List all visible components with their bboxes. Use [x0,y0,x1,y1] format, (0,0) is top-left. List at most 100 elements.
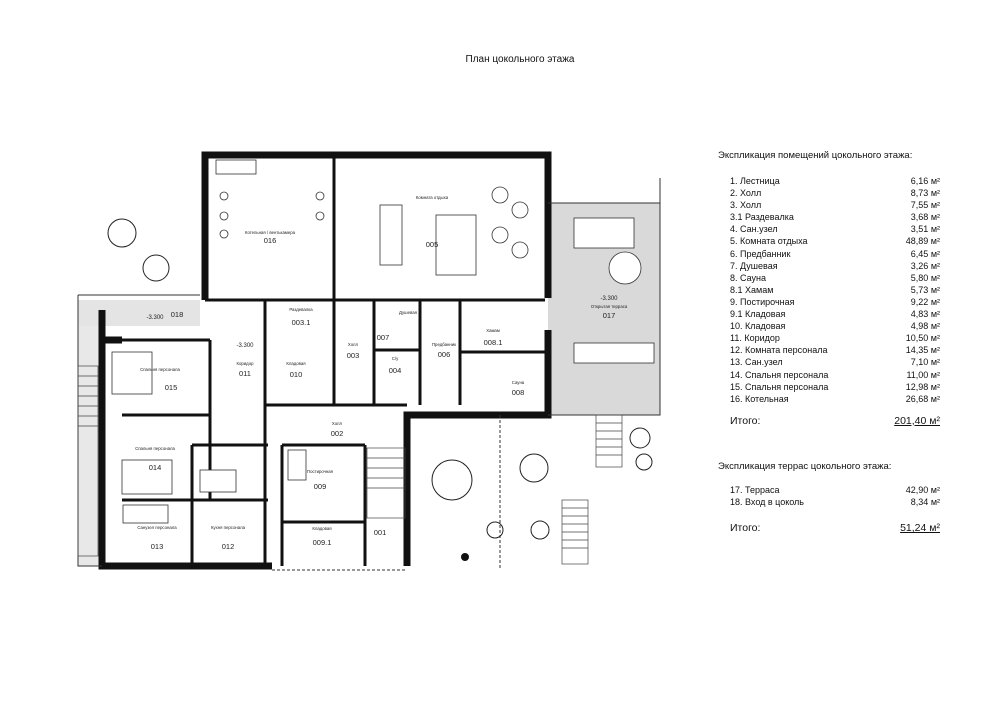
entry-marker [461,553,469,561]
legend-row-area: 10,50 м² [905,333,940,344]
room-label-015: Спальня персонала [140,367,180,372]
legend-row-name: 6. Предбанник [730,248,791,259]
legend-row-area: 26,68 м² [905,393,940,404]
legend-row-area: 42,90 м² [905,484,940,495]
room-label-012: Кухня персонала [211,525,246,530]
legend-row-area: 7,55 м² [910,200,940,211]
room-label-014: Спальня персонала [135,446,175,451]
legend-row: 8. Сауна 5,80 м² [716,272,942,284]
legend-row-area: 6,45 м² [910,248,940,259]
legend-row-name: 1. Лестница [730,176,780,186]
legend-row-name: 3.1 Раздевалка [730,212,794,223]
room-num-017: 017 [603,311,616,320]
room-num-001: 001 [374,528,387,537]
room-num-005: 005 [426,240,439,249]
legend-row-name: 15. Спальня персонала [730,381,829,392]
interior-walls [122,158,545,566]
legend-row-area: 6,16 м² [910,176,940,186]
legend-row: 13. Сан.узел 7,10 м² [716,356,942,368]
legend-row: 3. Холл 7,55 м² [716,199,942,211]
legend-rooms-total-label: Итого: [730,414,761,427]
legend-row-name: 8. Сауна [730,272,766,283]
room-label-007: Душевая [399,310,418,315]
room-num-016: 016 [264,236,277,245]
legend-row-name: 3. Холл [730,200,762,211]
legend-row: 9. Постирочная 9,22 м² [716,296,942,308]
legend-row-area: 3,26 м² [910,260,940,271]
room-num-018: 018 [171,310,184,319]
room-num-011: 011 [239,369,251,378]
legend-row-area: 8,73 м² [910,188,940,199]
legend-row-name: 18. Вход в цоколь [730,496,804,507]
room-num-009: 009 [314,482,327,491]
room-label-010: Кладовая [286,361,306,366]
room-level-017: -3.300 [600,296,618,302]
legend-row-area: 11,00 м² [906,369,940,380]
legend-row-area: 7,10 м² [910,357,940,368]
room-num-003: 003 [347,351,360,360]
legend-row-area: 9,22 м² [910,296,940,307]
room-label-005: Комната отдыха [416,195,449,200]
room-label-011: Коридор [237,361,255,366]
legend-row: 1. Лестница 6,16 м² [716,175,942,187]
legend-row-name: 10. Кладовая [730,321,786,332]
room-label-013: Санузел персонала [137,525,177,530]
legend-row-area: 14,35 м² [905,345,940,356]
room-num-002: 002 [331,429,344,438]
legend-rooms-total: Итого: 201,40 м² [716,415,942,427]
room-label-004: С/у [392,356,399,361]
room-label-009: Постирочная [307,469,334,474]
furniture [111,159,655,524]
legend-row-area: 5,73 м² [910,284,940,295]
legend-terraces-total: Итого: 51,24 м² [716,522,942,534]
legend-row-name: 8.1 Хамам [730,284,774,295]
legend-row: 3.1 Раздевалка 3,68 м² [716,211,942,223]
room-label-008: Сауна [512,380,525,385]
stairs [77,365,623,565]
legend-terraces-total-label: Итого: [730,521,761,534]
room-num-013: 013 [151,542,164,551]
legend-row-area: 3,68 м² [910,212,940,223]
room-label-008-1: Хамам [486,328,500,333]
room-level-011: -3.300 [236,343,254,349]
floor-plan: Котельная / вентькамера 016 Комната отды… [77,151,661,571]
room-num-015: 015 [165,383,178,392]
legend-row: 12. Комната персонала 14,35 м² [716,344,942,356]
room-label-002: Холл [332,421,343,426]
legend-row-area: 48,89 м² [905,236,940,247]
legend-rooms-total-value: 201,40 м² [894,414,940,427]
room-level-018: -3.300 [146,315,164,321]
outer-walls [98,151,552,570]
legend-row-name: 9.1 Кладовая [730,309,786,320]
legend-row-area: 8,34 м² [910,496,940,507]
legend-row-name: 16. Котельная [730,393,789,404]
legend-row-area: 12,98 м² [905,381,940,392]
room-num-008: 008 [512,388,525,397]
room-label-009-1: Кладовая [312,526,332,531]
legend-panel: Экспликация помещений цокольного этажа: … [716,150,942,534]
legend-row-name: 12. Комната персонала [730,345,828,356]
legend-row-area: 5,80 м² [910,272,940,283]
room-label-003: Холл [348,342,359,347]
legend-terraces-title: Экспликация террас цокольного этажа: [718,460,892,472]
legend-row-name: 13. Сан.узел [730,357,783,368]
room-num-009-1: 009.1 [313,538,332,547]
legend-row: 15. Спальня персонала 12,98 м² [716,381,942,393]
room-num-014: 014 [149,463,162,472]
legend-row: 16. Котельная 26,68 м² [716,393,942,405]
legend-row-name: 9. Постирочная [730,296,795,307]
room-num-012: 012 [222,542,235,551]
room-label-017: Открытая терраса [591,304,628,309]
page-title: План цокольного этажа [465,54,575,65]
